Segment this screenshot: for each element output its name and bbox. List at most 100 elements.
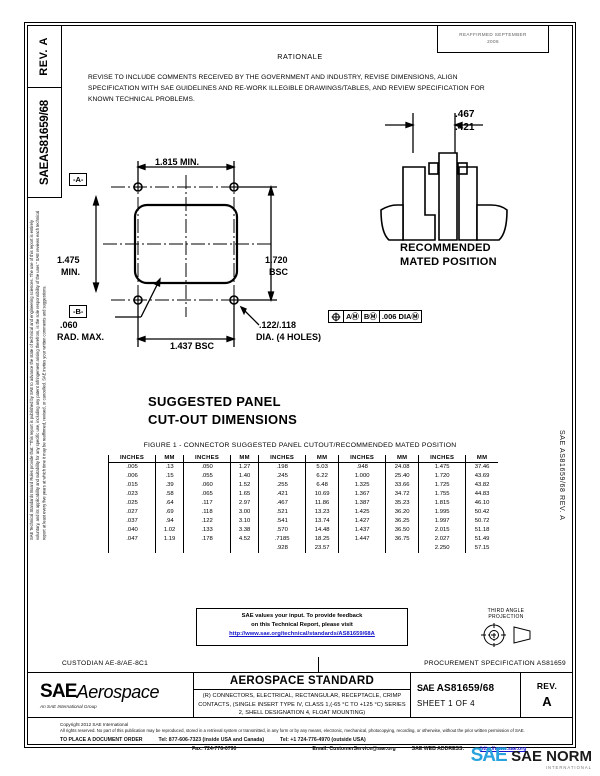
mated-heading-line1: RECOMMENDED	[400, 242, 491, 254]
sae-tagline: An SAE International Group	[40, 704, 97, 709]
cell-mm: .64	[155, 498, 184, 508]
cell-inches: .006	[107, 471, 156, 481]
footer-rights: All rights reserved. No part of this pub…	[60, 728, 525, 734]
cell-mm: 36.50	[385, 525, 419, 535]
dim-width-bottom-label: 1.437 BSC	[170, 341, 215, 351]
th-inches-2: INCHES	[183, 455, 231, 463]
cell-mm: 36.25	[385, 516, 419, 526]
datum-ref-a: AⓂ	[344, 311, 362, 322]
drawing-area: 1.815 MIN. 1.720 BSC 1.475 MIN. 1.437 BS…	[57, 105, 545, 435]
feedback-line-1: SAE values your input. To provide feedba…	[241, 613, 363, 619]
page-border-inner	[27, 25, 573, 745]
cell-mm: 1.65	[230, 489, 259, 499]
cell-inches: 2.027	[418, 534, 466, 544]
th-mm-5: MM	[465, 455, 498, 463]
cell-inches: .133	[183, 525, 231, 535]
cell-mm: 13.23	[305, 507, 339, 517]
cell-inches: 1.720	[418, 471, 466, 481]
cell-inches: .015	[107, 480, 156, 490]
cell-mm: 34.72	[385, 489, 419, 499]
feature-control-frame: AⓂ BⓂ .006 DIAⓂ	[328, 310, 422, 323]
cell-mm: 2.97	[230, 498, 259, 508]
cell-mm: 4.52	[230, 534, 259, 544]
cell-mm: 3.10	[230, 516, 259, 526]
cell-mm: 33.66	[385, 480, 419, 490]
cell-mm: 6.48	[305, 480, 339, 490]
revision-value: A	[38, 37, 51, 46]
sae-logo-cell: SAEAerospace An SAE International Group	[28, 673, 194, 717]
custodian-divider	[318, 657, 319, 673]
cell-inches: 1.815	[418, 498, 466, 508]
cell-mm: 23.57	[305, 543, 339, 553]
th-inches-1: INCHES	[107, 455, 156, 463]
cell-mm: 10.69	[305, 489, 339, 499]
watermark-sae: SAE	[470, 745, 508, 766]
cell-inches: 2.015	[418, 525, 466, 535]
conversion-table: INCHES MM INCHES MM INCHES MM INCHES MM …	[107, 455, 498, 553]
footer-email: Email: CustomerService@sae.org	[312, 745, 396, 752]
cell-inches: 1.437	[338, 525, 386, 535]
dim-height-right-label: 1.720	[265, 255, 288, 265]
cell-mm: 43.82	[465, 480, 498, 490]
footer-order-label: TO PLACE A DOCUMENT ORDER	[60, 736, 143, 743]
cell-inches: .178	[183, 534, 231, 544]
cell-inches: .005	[107, 462, 156, 472]
footer-copyright: Copyright 2012 SAE International	[60, 722, 129, 727]
cell-inches: .117	[183, 498, 231, 508]
th-inches-3: INCHES	[258, 455, 306, 463]
panel-cutout-heading: SUGGESTED PANEL CUT-OUT DIMENSIONS	[148, 393, 297, 428]
hole-size-label: .122/.118	[259, 320, 297, 330]
cell-mm: 51.18	[465, 525, 498, 535]
radius-note-label: RAD. MAX.	[57, 332, 104, 342]
cell-inches: .421	[258, 489, 306, 499]
cell-inches: 1.995	[418, 507, 466, 517]
dim-width-top-label: 1.815 MIN.	[155, 157, 200, 167]
cell-inches: .122	[183, 516, 231, 526]
cell-inches: .570	[258, 525, 306, 535]
table-header-row: INCHES MM INCHES MM INCHES MM INCHES MM …	[107, 455, 498, 463]
cell-mm: 35.23	[385, 498, 419, 508]
cell-mm: 36.20	[385, 507, 419, 517]
cell-mm: 1.19	[155, 534, 184, 544]
cell-inches: .025	[107, 498, 156, 508]
cell-mm: .15	[155, 471, 184, 481]
procurement-spec-text: PROCUREMENT SPECIFICATION AS81659	[424, 660, 566, 667]
footer-fax: Fax: 724-776-0790	[192, 745, 237, 752]
revision-cell: REV. A	[521, 673, 573, 717]
standard-description: (R) CONNECTORS, ELECTRICAL, RECTANGULAR,…	[198, 693, 406, 717]
projection-symbol-icon	[481, 623, 531, 647]
th-inches-5: INCHES	[418, 455, 466, 463]
cell-mm: 50.42	[465, 507, 498, 517]
cell-mm: .39	[155, 480, 184, 490]
cell-inches: 1.755	[418, 489, 466, 499]
th-mm-4: MM	[385, 455, 419, 463]
footer-web-link[interactable]: http://www.sae.org	[480, 745, 527, 752]
cell-inches: 1.367	[338, 489, 386, 499]
cell-mm: 5.03	[305, 462, 339, 472]
footer-web-label: SAE WEB ADDRESS:	[411, 745, 465, 752]
reaffirmation-stamp: REAFFIRMED SEPTEMBER 2006	[437, 26, 549, 53]
cell-mm: 13.74	[305, 516, 339, 526]
cell-mm: 36.75	[385, 534, 419, 544]
cell-inches: .521	[258, 507, 306, 517]
inch-mm-conversion-table: INCHES MM INCHES MM INCHES MM INCHES MM …	[107, 455, 498, 553]
mated-position-drawing	[380, 113, 508, 241]
document-id-box: SAEAS81659/68	[28, 88, 62, 198]
cell-mm: 25.40	[385, 471, 419, 481]
stamp-line-1: REAFFIRMED SEPTEMBER	[459, 32, 527, 38]
sae-mark: SAE	[417, 682, 435, 693]
dim-height-right-bsc: BSC	[269, 267, 289, 277]
footer-tel-us: Tel: 877-606-7323 (inside USA and Canada…	[158, 736, 265, 743]
cell-mm: .69	[155, 507, 184, 517]
mated-heading-line2: MATED POSITION	[400, 256, 497, 269]
cell-mm: 50.72	[465, 516, 498, 526]
figure-caption: FIGURE 1 - CONNECTOR SUGGESTED PANEL CUT…	[143, 442, 457, 449]
feedback-link[interactable]: http://www.sae.org/technical/standards/A…	[229, 630, 375, 637]
panel-heading-line1: SUGGESTED PANEL	[148, 394, 281, 409]
right-margin-code: SAE AS81659/68 REV. A	[558, 430, 572, 620]
cell-mm: 44.83	[465, 489, 498, 499]
